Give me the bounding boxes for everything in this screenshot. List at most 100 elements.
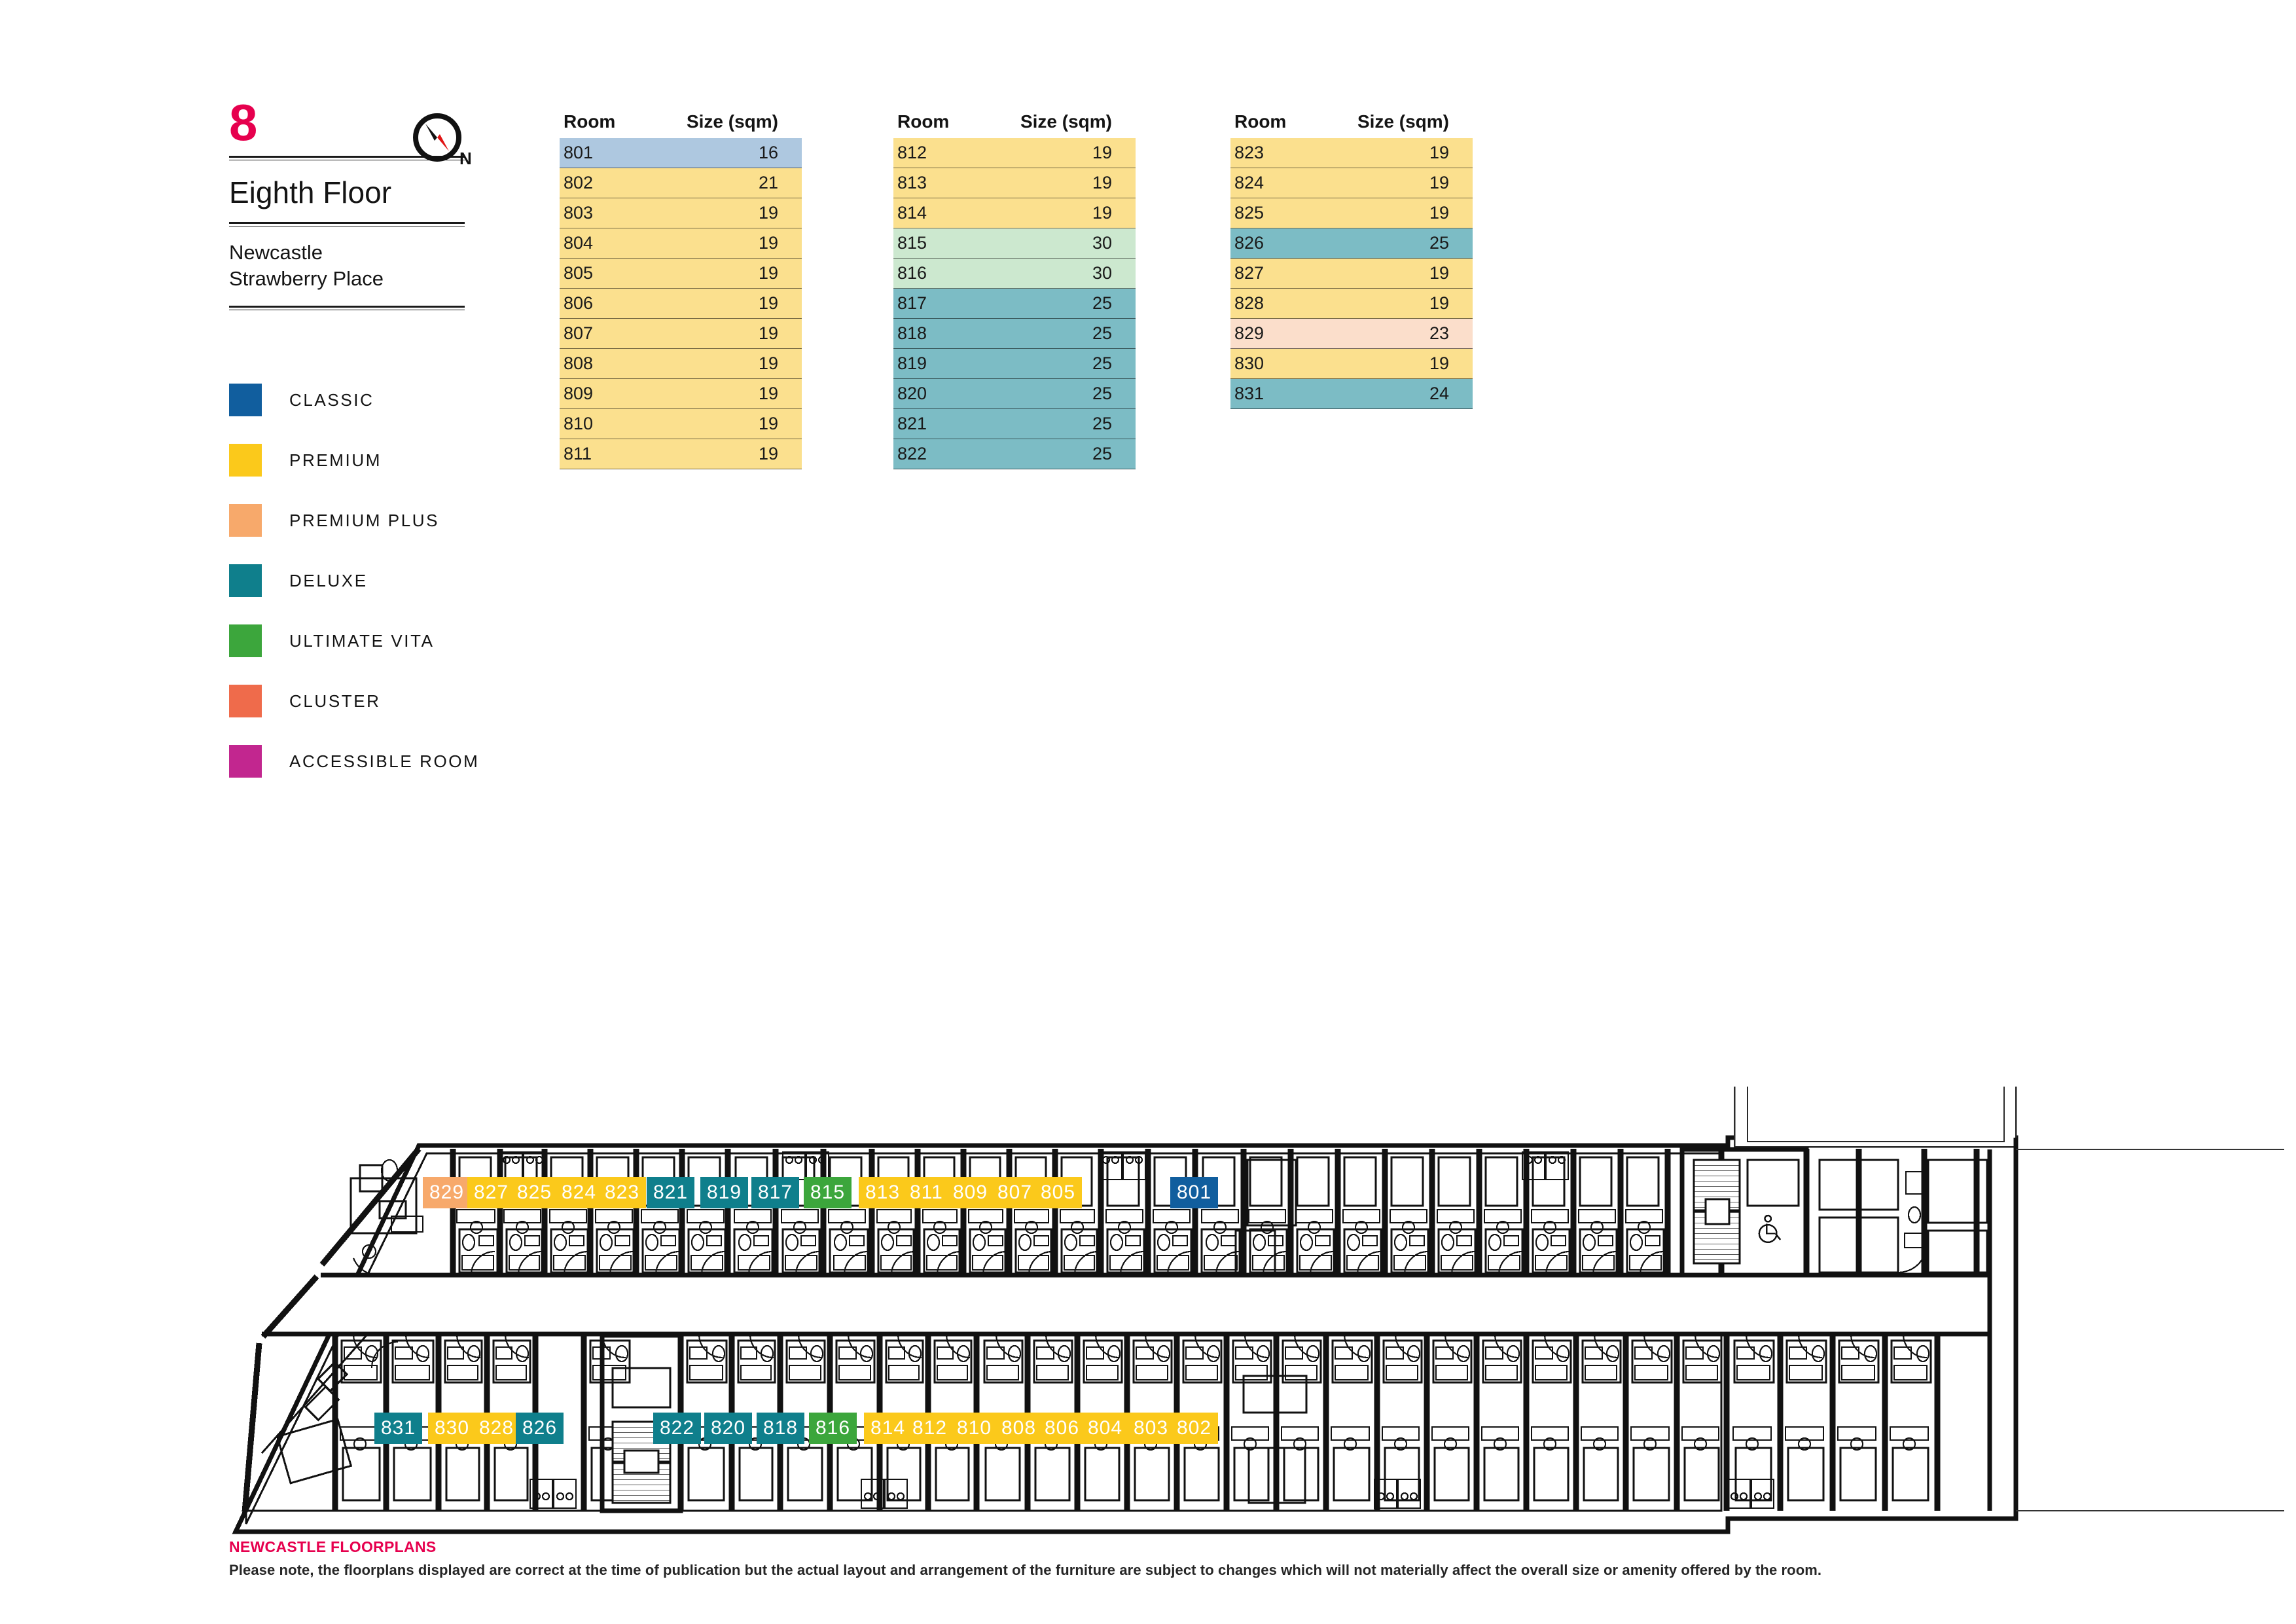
cell-room-number: 826 — [1234, 233, 1265, 253]
floorplan-room-label[interactable]: 820 — [704, 1413, 753, 1444]
legend-color-swatch — [229, 504, 262, 537]
table-row: 814 19 — [893, 198, 1136, 228]
legend-item: CLASSIC — [229, 370, 479, 430]
page-title: Eighth Floor — [229, 175, 392, 210]
cell-room-number: 808 — [564, 353, 594, 373]
floorplan-room-label[interactable]: 812 — [906, 1413, 954, 1444]
cell-room-size: 19 — [1429, 293, 1449, 313]
cell-room-size: 19 — [1429, 263, 1449, 283]
cell-room-size: 19 — [758, 444, 778, 463]
cell-room-number: 823 — [1234, 143, 1265, 162]
cell-room-number: 828 — [1234, 293, 1265, 313]
floorplan-room-label[interactable]: 830 — [428, 1413, 476, 1444]
cell-room-size: 19 — [758, 323, 778, 343]
cell-room-size: 24 — [1429, 384, 1449, 403]
cell-room-number: 813 — [897, 173, 927, 192]
floorplan-room-label[interactable]: 816 — [809, 1413, 857, 1444]
floorplan-room-label[interactable]: 821 — [647, 1177, 695, 1208]
cell-room-number: 818 — [897, 323, 927, 343]
floorplan-room-label[interactable]: 804 — [1081, 1413, 1130, 1444]
floorplan-room-label[interactable]: 828 — [473, 1413, 521, 1444]
floorplan-room-label[interactable]: 801 — [1170, 1177, 1219, 1208]
cell-room-number: 829 — [1234, 323, 1265, 343]
cell-room-size: 25 — [1092, 414, 1112, 433]
floorplan-room-label[interactable]: 810 — [950, 1413, 999, 1444]
cell-room-number: 816 — [897, 263, 927, 283]
legend-item-label: ACCESSIBLE ROOM — [289, 751, 480, 771]
cell-room-size: 25 — [1429, 233, 1449, 253]
floorplan-room-label[interactable]: 829 — [423, 1177, 471, 1208]
floor-info-block: 8 Eighth Floor Newcastle Strawberry Plac… — [229, 94, 465, 311]
floorplan-room-label[interactable]: 822 — [653, 1413, 702, 1444]
compass-north-icon: N — [406, 108, 481, 173]
column-header-size: Size (sqm) — [686, 111, 778, 132]
legend-color-swatch — [229, 444, 262, 477]
floorplan-room-label[interactable]: 809 — [946, 1177, 995, 1208]
floorplan-room-label[interactable]: 831 — [374, 1413, 423, 1444]
floorplan-room-label[interactable]: 805 — [1034, 1177, 1083, 1208]
cell-room-size: 25 — [1092, 353, 1112, 373]
cell-room-number: 814 — [897, 203, 927, 223]
floorplan-room-label[interactable]: 827 — [467, 1177, 516, 1208]
cell-room-size: 19 — [1429, 353, 1449, 373]
floorplan-room-label[interactable]: 826 — [516, 1413, 564, 1444]
floorplan-room-label[interactable]: 813 — [859, 1177, 907, 1208]
floorplan-room-label[interactable]: 814 — [864, 1413, 912, 1444]
cell-room-size: 19 — [1429, 173, 1449, 192]
floorplan-room-label[interactable]: 824 — [555, 1177, 603, 1208]
floor-number: 8 — [229, 94, 257, 151]
cell-room-size: 19 — [758, 414, 778, 433]
table-row: 808 19 — [560, 349, 802, 379]
divider-bottom — [229, 306, 465, 311]
plan-geometry — [232, 1087, 2284, 1534]
floorplan-room-label[interactable]: 823 — [598, 1177, 647, 1208]
legend-item-label: CLASSIC — [289, 389, 374, 410]
floorplan-room-label[interactable]: 819 — [700, 1177, 749, 1208]
cell-room-number: 822 — [897, 444, 927, 463]
floorplan-room-label[interactable]: 811 — [903, 1177, 950, 1208]
legend-color-swatch — [229, 384, 262, 416]
cell-room-size: 19 — [758, 353, 778, 373]
cell-room-size: 19 — [1092, 143, 1112, 162]
compass-label: N — [459, 149, 472, 168]
legend-color-swatch — [229, 564, 262, 597]
cell-room-size: 19 — [1429, 143, 1449, 162]
legend-item: PREMIUM PLUS — [229, 490, 479, 550]
footer: NEWCASTLE FLOORPLANS Please note, the fl… — [229, 1538, 2258, 1579]
floorplan-room-label[interactable]: 818 — [757, 1413, 805, 1444]
cell-room-size: 30 — [1092, 233, 1112, 253]
cell-room-size: 19 — [758, 293, 778, 313]
cell-room-number: 830 — [1234, 353, 1265, 373]
floorplan-room-label[interactable]: 806 — [1038, 1413, 1086, 1444]
cell-room-size: 19 — [1092, 203, 1112, 223]
column-header-room: Room — [1234, 111, 1287, 132]
divider-top — [229, 156, 465, 161]
floorplan-room-label[interactable]: 815 — [804, 1177, 852, 1208]
cell-room-size: 21 — [758, 173, 778, 192]
cell-room-size: 19 — [758, 384, 778, 403]
cell-room-number: 804 — [564, 233, 594, 253]
footer-disclaimer: Please note, the floorplans displayed ar… — [229, 1562, 1822, 1578]
legend-color-swatch — [229, 745, 262, 778]
floorplan-room-label[interactable]: 817 — [751, 1177, 800, 1208]
floorplan-room-label[interactable]: 802 — [1170, 1413, 1219, 1444]
floorplan-room-label[interactable]: 825 — [511, 1177, 559, 1208]
table-row: 826 25 — [1230, 228, 1473, 259]
cell-room-number: 801 — [564, 143, 594, 162]
floorplan-room-label[interactable]: 803 — [1127, 1413, 1175, 1444]
floorplan-room-label[interactable]: 808 — [995, 1413, 1043, 1444]
floorplan-room-label[interactable]: 807 — [991, 1177, 1039, 1208]
